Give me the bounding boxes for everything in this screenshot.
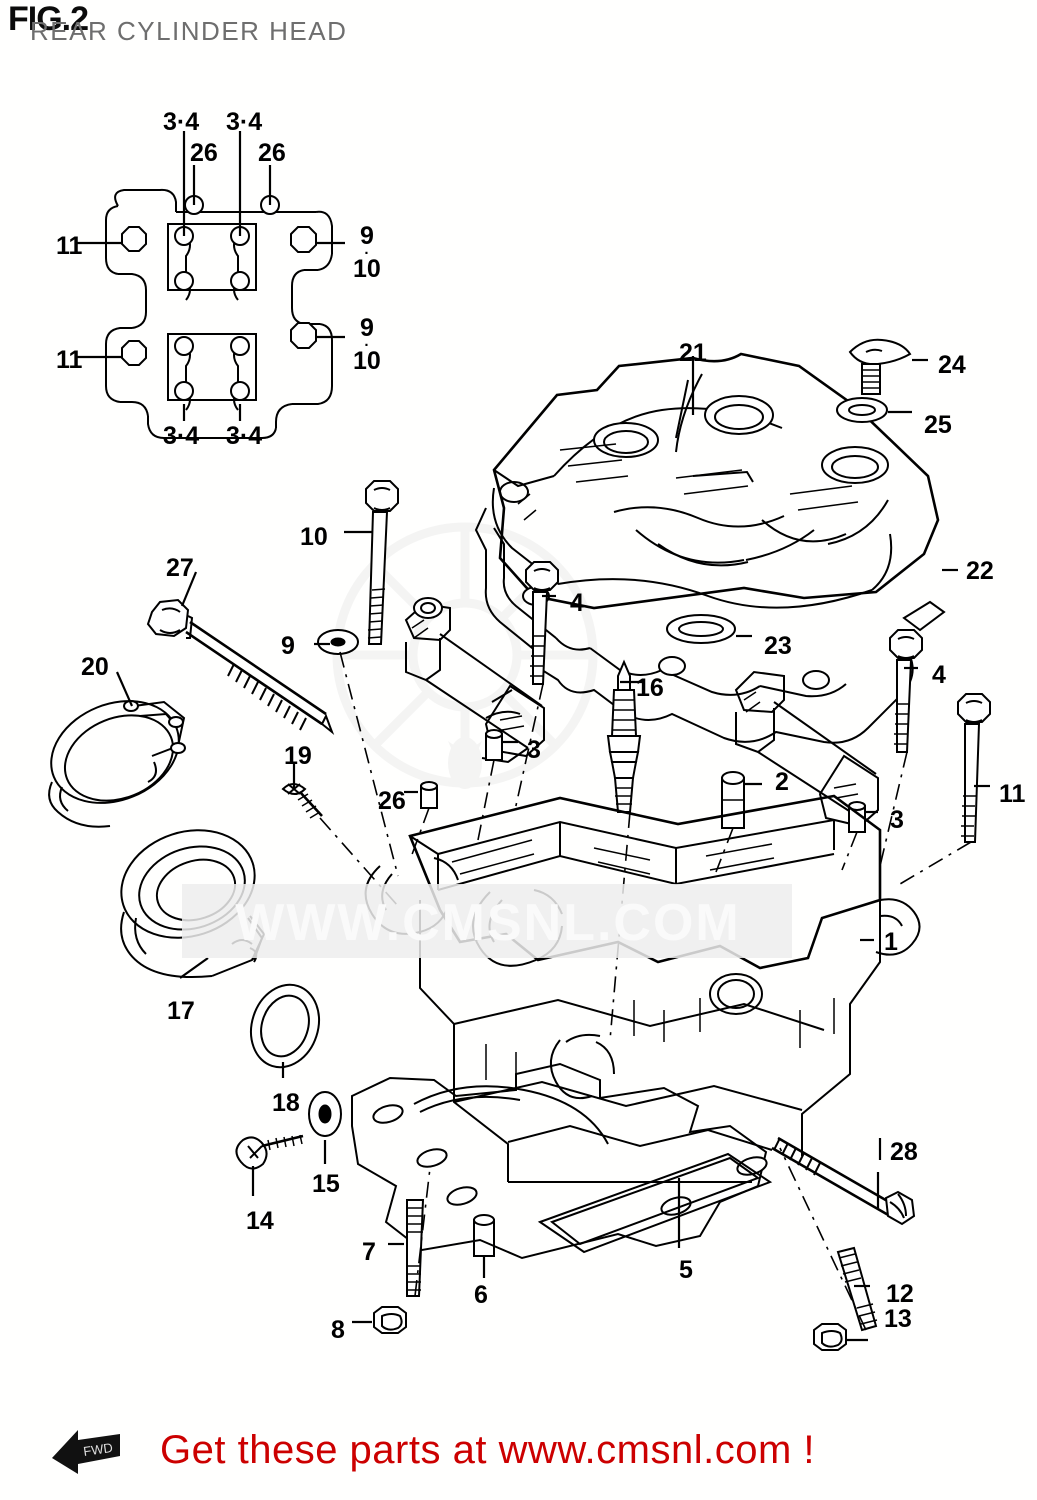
- torque-label-9-10-b: 9 · 10: [353, 314, 381, 375]
- callout-20: 20: [81, 653, 109, 681]
- torque-hole-9-10a: [290, 226, 317, 253]
- callout-16: 16: [636, 674, 664, 702]
- figure-number: FIG.2: [8, 0, 89, 38]
- fwd-arrow-icon: FWD: [52, 1430, 120, 1474]
- callout-3b: 3: [890, 806, 904, 834]
- callout-25: 25: [924, 411, 952, 439]
- callout-leaders: [115, 356, 990, 1342]
- callout-9: 9: [281, 632, 295, 660]
- callout-26: 26: [378, 787, 406, 815]
- bolt-part-4b: [889, 629, 923, 753]
- callout-15: 15: [312, 1170, 340, 1198]
- callout-24: 24: [938, 351, 966, 379]
- dowel-pin-part-2: [721, 771, 745, 829]
- torque-hole-26a: [184, 195, 204, 215]
- torque-label-26-a: 26: [190, 139, 218, 167]
- cam-holder-right: [734, 670, 879, 828]
- callout-8: 8: [331, 1316, 345, 1344]
- callout-2: 2: [775, 768, 789, 796]
- callout-21: 21: [679, 339, 707, 367]
- callout-12: 12: [886, 1280, 914, 1308]
- bolt-part-24: [848, 338, 912, 395]
- seal-part-25: [836, 397, 888, 423]
- callout-17: 17: [167, 997, 195, 1025]
- callout-27: 27: [166, 554, 194, 582]
- callout-6: 6: [474, 1281, 488, 1309]
- clamp-part-20: [48, 700, 186, 828]
- torque-label-11-b: 11: [56, 346, 83, 374]
- torque-label-10b: 10: [353, 347, 381, 375]
- torque-label-26-b: 26: [258, 139, 286, 167]
- cylinder-head-part-1: [364, 794, 921, 1183]
- callout-11: 11: [999, 780, 1026, 808]
- callout-14: 14: [246, 1207, 274, 1235]
- torque-hole-11b: [121, 340, 147, 366]
- callout-5: 5: [679, 1256, 693, 1284]
- torque-leader-lines: [76, 131, 345, 421]
- callout-22: 22: [966, 557, 994, 585]
- callout-4b: 4: [932, 661, 946, 689]
- callout-28: 28: [890, 1138, 918, 1166]
- callout-1: 1: [884, 928, 898, 956]
- torque-label-9b: 9: [359, 314, 374, 342]
- torque-hole-26b: [260, 195, 280, 215]
- torque-label-3-4-c: 3·4: [163, 422, 200, 450]
- cylinder-head-gasket-part-5: [351, 1062, 773, 1260]
- seal-part-23: [666, 614, 736, 644]
- torque-label-3-4-a: 3·4: [163, 108, 200, 136]
- callout-4a: 4: [570, 589, 584, 617]
- torque-sequence-outline: [105, 188, 333, 439]
- nut-part-13: [813, 1323, 847, 1351]
- watermark-band: [182, 884, 792, 958]
- callout-13: 13: [884, 1305, 912, 1333]
- torque-hole-9-10b: [290, 322, 317, 349]
- torque-plate-lower: [167, 333, 257, 411]
- watermark-logo: [332, 522, 598, 789]
- torque-label-9a: 9: [359, 222, 374, 250]
- callout-3a: 3: [527, 736, 541, 764]
- torque-label-3-4-d: 3·4: [226, 422, 263, 450]
- footer-promo-text: Get these parts at www.cmsnl.com !: [160, 1428, 815, 1472]
- callout-18: 18: [272, 1089, 300, 1117]
- torque-label-10a: 10: [353, 255, 381, 283]
- callout-19: 19: [284, 742, 312, 770]
- callout-23: 23: [764, 632, 792, 660]
- stud-bolt-part-7: [406, 1199, 425, 1297]
- callout-7: 7: [362, 1238, 376, 1266]
- dowel-pin-part-3b: [848, 801, 866, 833]
- washer-part-15: [308, 1091, 342, 1137]
- torque-plate-upper: [167, 223, 257, 301]
- torque-label-11-a: 11: [56, 232, 83, 260]
- separator-dot: ·: [364, 244, 370, 262]
- nut-part-8: [373, 1306, 407, 1334]
- callout-10: 10: [300, 523, 328, 551]
- torque-hole-11a: [121, 226, 147, 252]
- bolt-part-14: [235, 1134, 304, 1170]
- stud-bolt-part-12: [836, 1246, 878, 1332]
- dowel-pin-part-6: [473, 1214, 495, 1257]
- o-ring-part-18: [250, 983, 320, 1069]
- torque-label-9-10-a: 9 · 10: [353, 222, 381, 283]
- svg-text:FWD: FWD: [82, 1440, 113, 1459]
- separator-dot: ·: [364, 336, 370, 354]
- torque-label-3-4-b: 3·4: [226, 108, 263, 136]
- watermark-text: WWW.CMSNL.COM: [235, 894, 741, 952]
- bolt-part-11: [957, 693, 991, 843]
- page-title: REAR CYLINDER HEAD: [30, 16, 348, 46]
